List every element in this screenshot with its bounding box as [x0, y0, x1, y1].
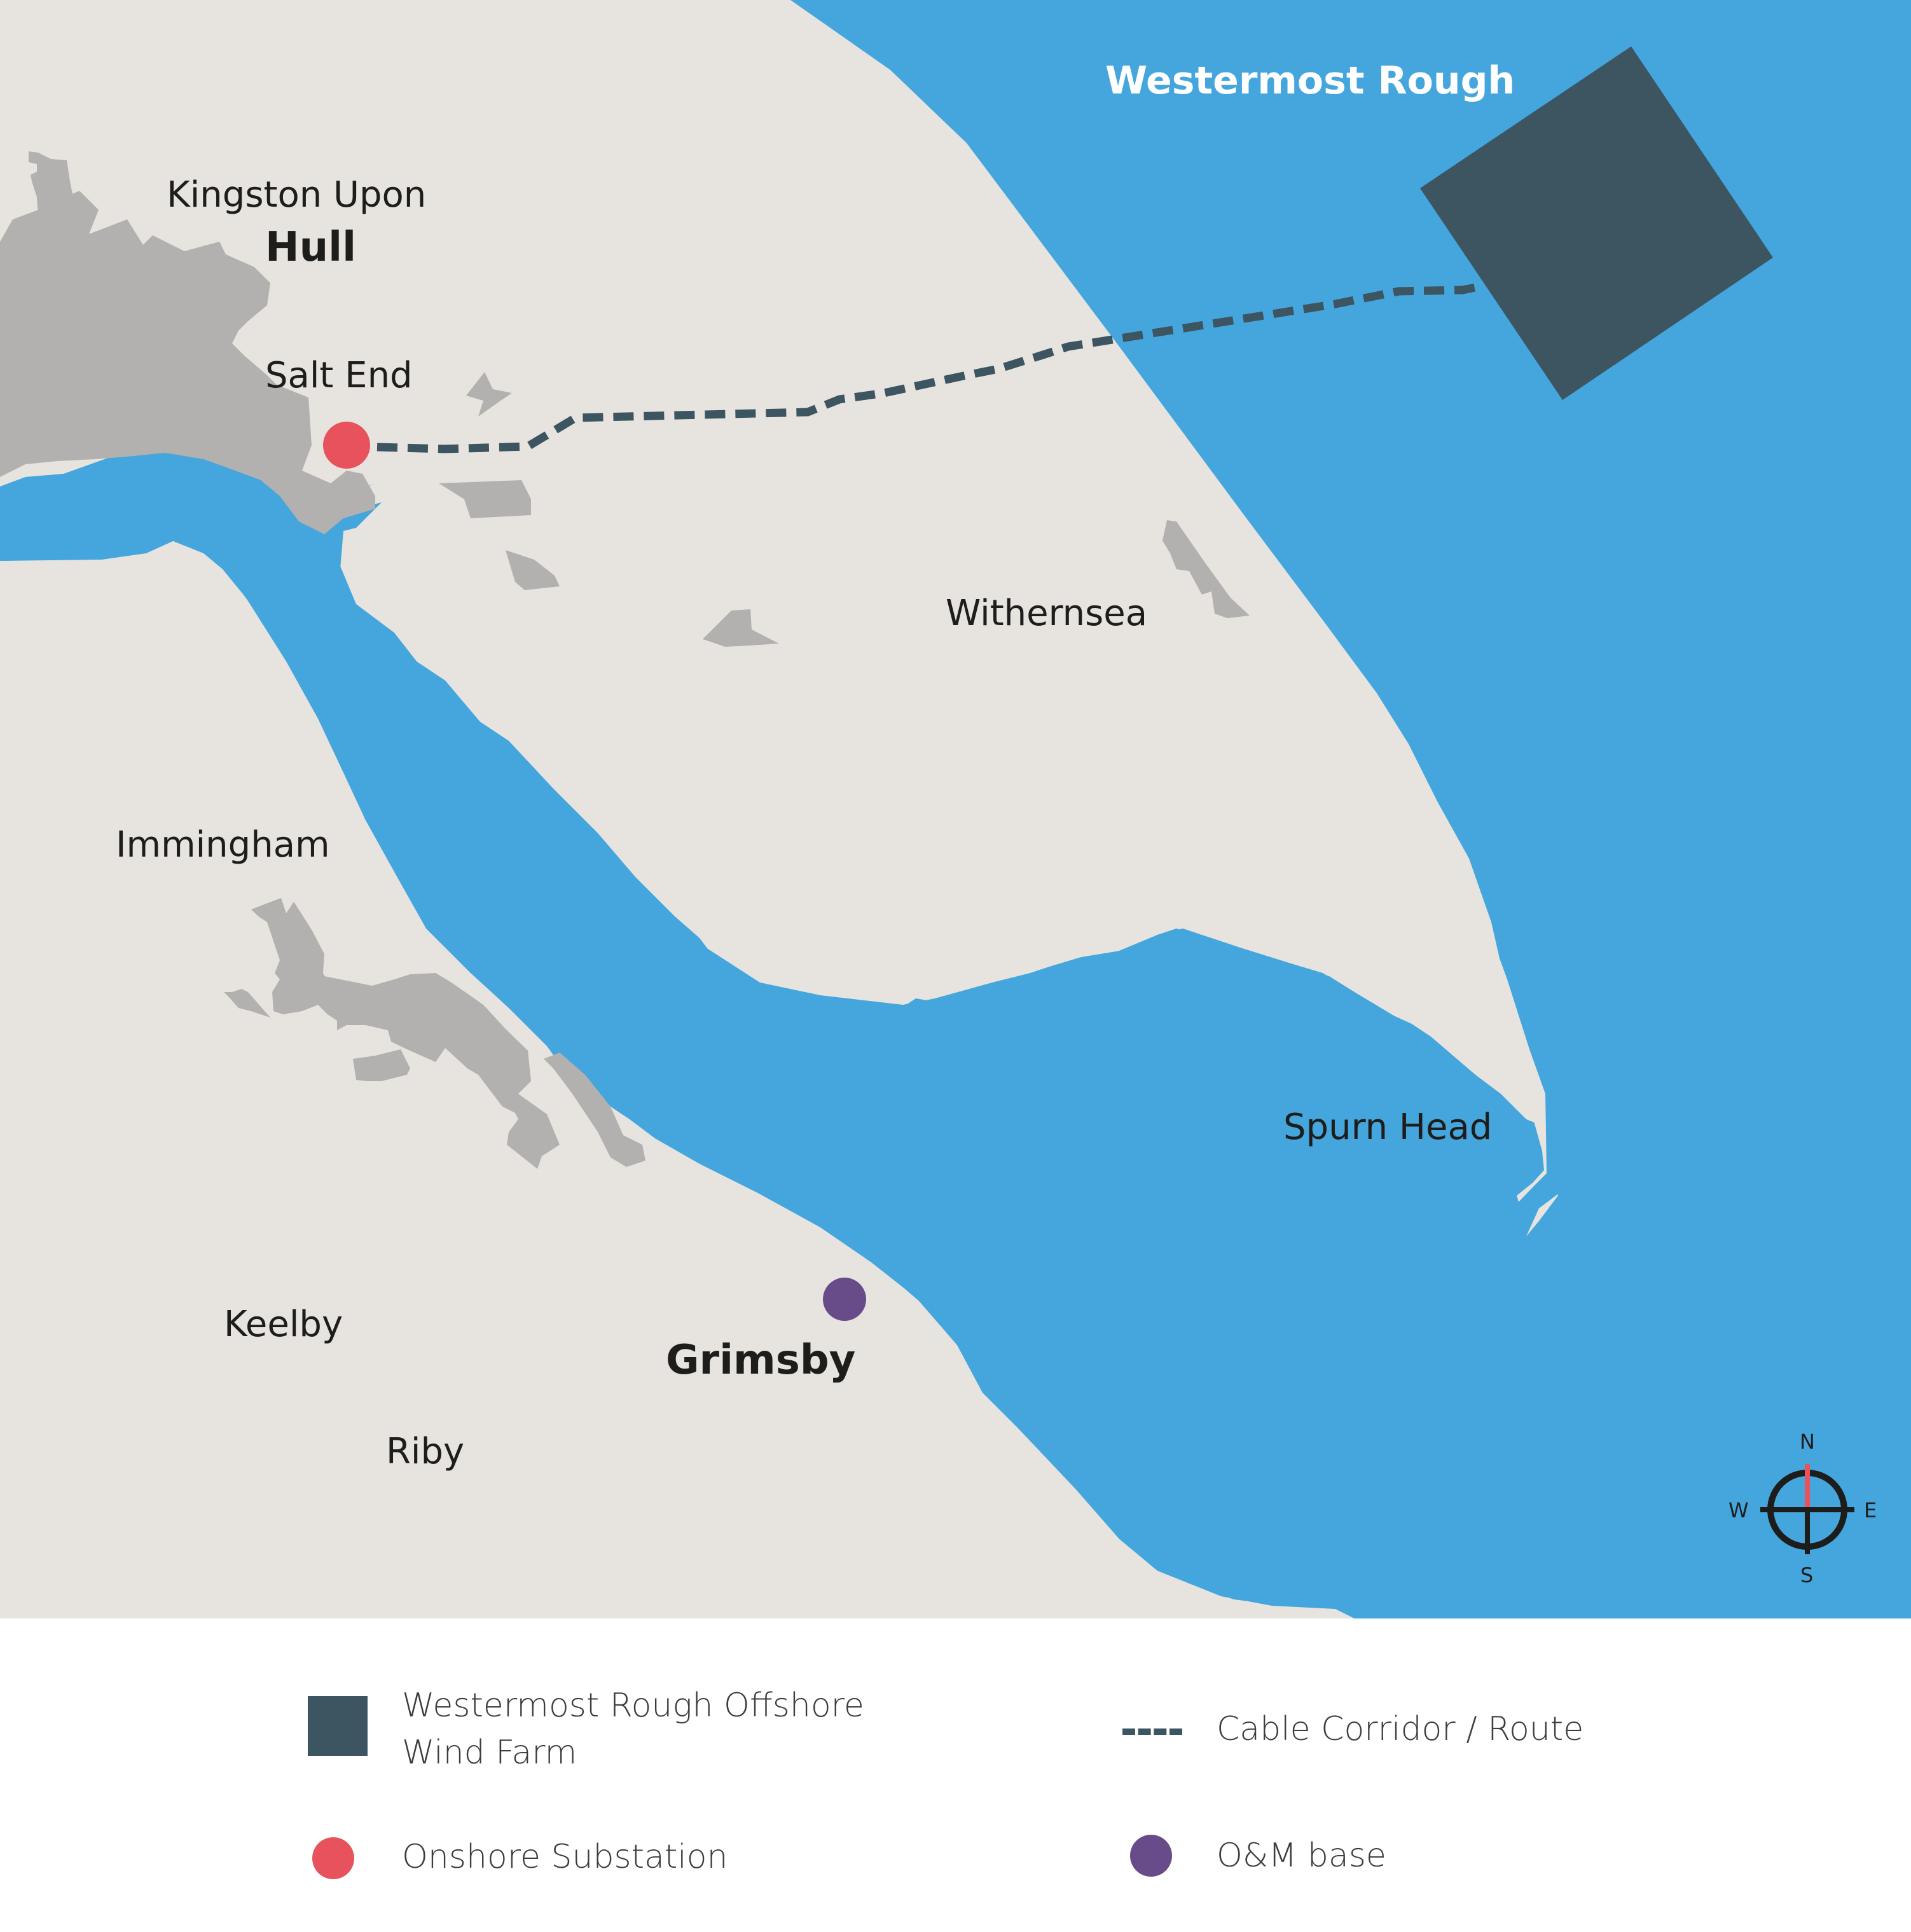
- urban-patch: [703, 609, 779, 647]
- place-label-kingston-upon: Kingston Upon: [167, 174, 427, 216]
- hull-urban-area: [0, 191, 375, 534]
- compass-letter-n: N: [1800, 1430, 1815, 1454]
- place-label-keelby: Keelby: [224, 1304, 343, 1345]
- legend-item-onshore-substation: Onshore Substation: [312, 1833, 728, 1880]
- legend-label-wind-farm-line2: Wind Farm: [402, 1734, 577, 1772]
- humber-estuary: [0, 453, 1590, 1618]
- sea-label-westermost-rough: Westermost Rough: [1105, 59, 1515, 103]
- place-label-grimsby: Grimsby: [666, 1337, 856, 1384]
- place-label-hull: Hull: [265, 224, 356, 271]
- compass-letter-s: S: [1800, 1563, 1814, 1587]
- legend-label-cable-route: Cable Corridor / Route: [1217, 1710, 1584, 1748]
- place-label-spurn-head: Spurn Head: [1283, 1107, 1493, 1148]
- urban-patch: [439, 480, 531, 518]
- compass-letter-w: W: [1728, 1498, 1749, 1522]
- place-label-immingham: Immingham: [116, 824, 330, 866]
- place-label-withernsea: Withernsea: [946, 593, 1148, 634]
- wind-farm-area[interactable]: [1420, 46, 1773, 400]
- compass-rose: [1760, 1464, 1854, 1554]
- urban-patch: [224, 989, 270, 1018]
- immingham-urban-area: [251, 898, 560, 1169]
- red-dot-icon: [312, 1837, 354, 1879]
- withernsea-urban-area: [1162, 520, 1250, 618]
- legend-item-om-base: O&M base: [1130, 1832, 1386, 1879]
- om-base-marker[interactable]: [823, 1278, 866, 1321]
- map-canvas: Westermost Rough Kingston Upon Hull Salt…: [0, 0, 1911, 1618]
- legend-item-cable-route: Cable Corridor / Route: [1122, 1706, 1583, 1753]
- legend-label-wind-farm-line1: Westermost Rough Offshore: [402, 1687, 864, 1725]
- urban-patch: [506, 550, 560, 590]
- compass-letter-e: E: [1864, 1498, 1877, 1522]
- hull-north-area: [29, 151, 73, 216]
- legend-label-om-base: O&M base: [1217, 1837, 1386, 1875]
- wind-farm-square-icon: [308, 1696, 368, 1756]
- map-legend: Westermost Rough Offshore Wind Farm Cabl…: [0, 1618, 1911, 1932]
- urban-patch: [544, 1052, 645, 1167]
- purple-dot-icon: [1130, 1835, 1172, 1877]
- cable-route[interactable]: [376, 282, 1483, 453]
- legend-item-wind-farm: Westermost Rough Offshore Wind Farm: [308, 1682, 864, 1776]
- urban-patch: [353, 1049, 410, 1081]
- map-svg: [0, 0, 1911, 1618]
- dashed-line-icon: [1122, 1728, 1182, 1735]
- place-label-salt-end: Salt End: [265, 355, 413, 396]
- place-label-riby: Riby: [386, 1431, 465, 1472]
- spurn-head-spit: [1377, 852, 1547, 1202]
- urban-patch: [466, 372, 512, 417]
- onshore-substation-marker[interactable]: [323, 422, 370, 469]
- legend-label-onshore-substation: Onshore Substation: [402, 1838, 728, 1876]
